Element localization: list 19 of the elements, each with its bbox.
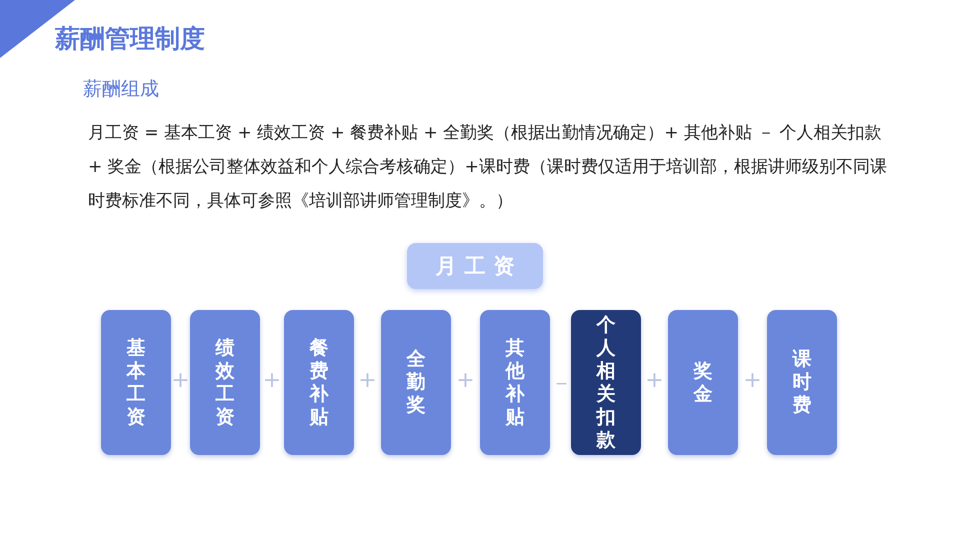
operator-sign: + [456, 368, 476, 393]
component-box: 绩效工资 [190, 310, 260, 455]
operator-sign: + [644, 368, 664, 393]
slide-title: 薪酬管理制度 [55, 23, 205, 55]
component-box: 全勤奖 [381, 310, 451, 455]
component-box: 个人相关扣款 [571, 310, 641, 455]
component-box: 奖金 [668, 310, 738, 455]
operator-sign: + [170, 368, 190, 393]
operator-sign: + [742, 368, 762, 393]
component-box: 基本工资 [101, 310, 171, 455]
component-box: 餐费补贴 [284, 310, 354, 455]
component-box: 课时费 [767, 310, 837, 455]
total-box: 月工资 [407, 243, 543, 289]
component-box: 其他补贴 [480, 310, 550, 455]
section-heading: 薪酬组成 [83, 77, 159, 102]
operator-sign: － [550, 370, 570, 398]
operator-sign: + [262, 368, 282, 393]
formula-paragraph: 月工资 = 基本工资 + 绩效工资 + 餐费补贴 + 全勤奖（根据出勤情况确定）+ 其他补贴 － 个人相关扣款 + 奖金（根据公司整体效益和个人综合考核确定）+课时费（课时费仅适用于培训部，根据讲师级别不同课时费标准不同，具体可参照《培训部讲师管理制度》。） [88, 122, 888, 213]
operator-sign: + [358, 368, 378, 393]
